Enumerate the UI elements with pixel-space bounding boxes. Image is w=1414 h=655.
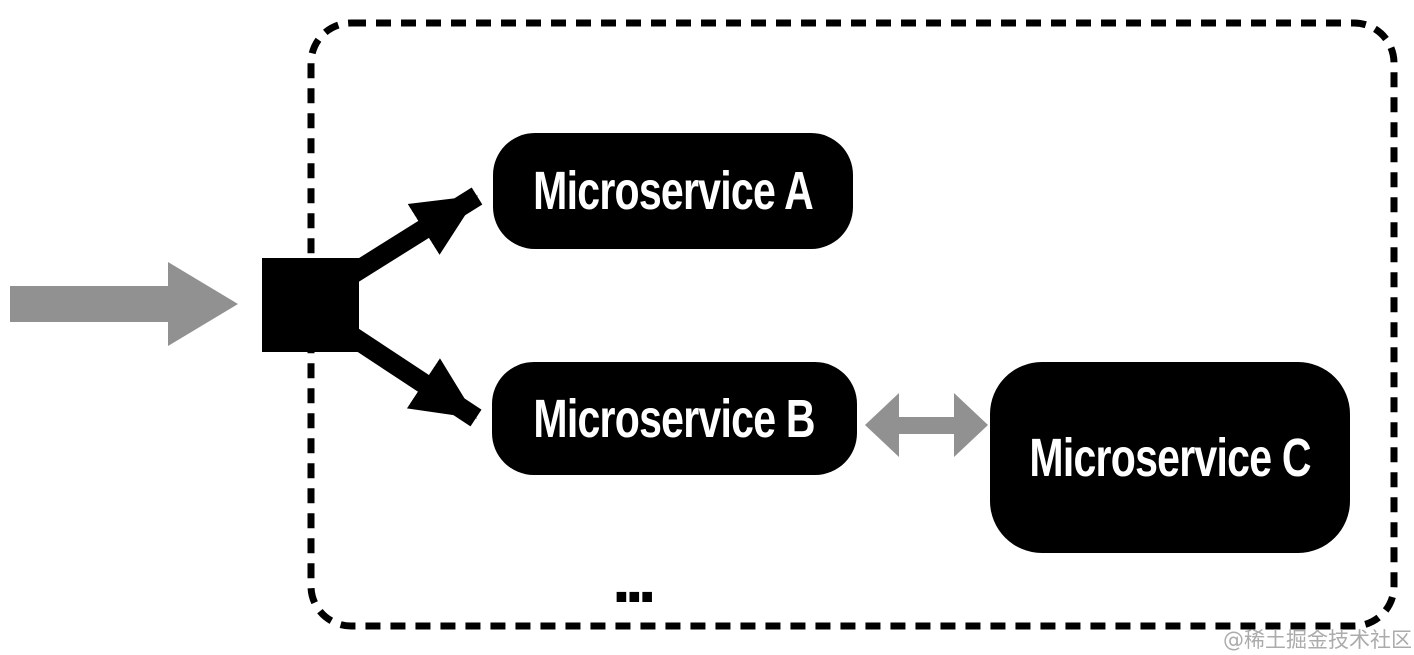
incoming-request-arrow bbox=[10, 262, 238, 346]
more-services-ellipsis: ... bbox=[612, 541, 657, 617]
node-microservice-b: Microservice B bbox=[492, 362, 857, 475]
node-microservice-c: Microservice C bbox=[990, 362, 1350, 553]
node-microservice-a: Microservice A bbox=[493, 133, 853, 249]
node-microservice-c-label: Microservice C bbox=[1029, 427, 1311, 488]
bidirectional-arrow-b-c bbox=[865, 393, 988, 457]
watermark: @稀土掘金技术社区 bbox=[1223, 628, 1412, 652]
arrow-to-microservice-a bbox=[332, 187, 483, 292]
node-microservice-b-label: Microservice B bbox=[533, 388, 816, 449]
arrow-to-microservice-b bbox=[332, 318, 482, 427]
node-microservice-a-label: Microservice A bbox=[533, 161, 814, 221]
